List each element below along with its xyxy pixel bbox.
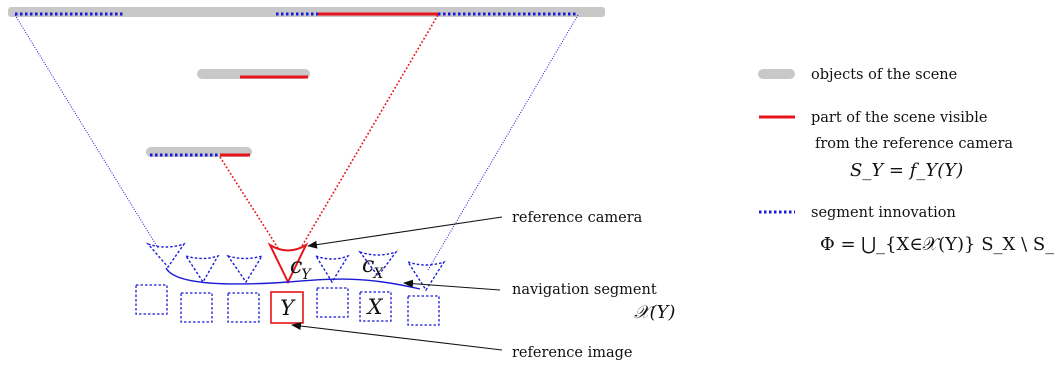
annotation-reference-camera: reference camera — [512, 210, 643, 226]
legend-visible-label-2: from the reference camera — [815, 136, 1013, 152]
image-reference — [270, 291, 304, 324]
camera-reference — [267, 242, 309, 285]
annotation-navigation-segment-math: 𝒳(Y) — [634, 302, 675, 323]
camera-2 — [184, 254, 220, 284]
image-y-label: Y — [280, 296, 296, 320]
annotation-reference-image: reference image — [512, 345, 633, 361]
legend-objects-swatch — [758, 69, 795, 79]
legend-visible-formula: S_Y = f_Y(Y) — [850, 160, 963, 181]
camera-x-label: cX — [362, 253, 384, 282]
scene-objects — [8, 7, 605, 157]
innovation-segments — [15, 12, 578, 157]
camera-5 — [358, 250, 398, 278]
legend-visible-label-1: part of the scene visible — [811, 110, 987, 126]
visible-formula-text: S_Y = f_Y(Y) — [850, 160, 963, 181]
legend: objects of the scene part of the scene v… — [758, 67, 1054, 255]
visible-segments — [220, 12, 438, 157]
annotation-arrows — [291, 216, 503, 351]
fov-rays — [14, 14, 579, 271]
navigation-curve — [165, 267, 421, 290]
camera-y-label: cY — [290, 254, 312, 283]
legend-objects-label: objects of the scene — [811, 67, 957, 83]
legend-innovation-formula: Φ = ⋃_{X∈𝒳(Y)} S_X \ S_Y — [820, 234, 1054, 255]
ray-red-left — [219, 156, 279, 249]
scene-object-far — [8, 7, 605, 17]
innovation-formula-text: Φ = ⋃_{X∈𝒳(Y)} S_X \ S_Y — [820, 234, 1054, 255]
image-x-label: X — [366, 295, 384, 319]
image-2 — [180, 292, 213, 323]
cameras — [145, 242, 446, 292]
ray-blue-right — [427, 14, 579, 271]
image-1 — [135, 284, 168, 315]
annotation-navigation-segment: navigation segment — [512, 282, 657, 298]
image-3 — [227, 292, 260, 323]
arrow-reference-camera — [307, 216, 503, 249]
image-6 — [407, 295, 440, 326]
legend-innovation-label: segment innovation — [811, 205, 956, 221]
images — [135, 284, 440, 326]
arrow-reference-image — [291, 322, 503, 351]
camera-4 — [314, 254, 350, 284]
ray-blue-left — [14, 14, 159, 249]
image-x — [359, 291, 392, 322]
camera-6 — [406, 260, 446, 292]
camera-labels: cY cX — [290, 253, 384, 283]
camera-3 — [226, 254, 264, 284]
image-4 — [316, 287, 349, 318]
arrow-navigation-segment — [403, 279, 501, 291]
camera-1 — [145, 242, 186, 269]
ray-red-right — [301, 14, 439, 247]
